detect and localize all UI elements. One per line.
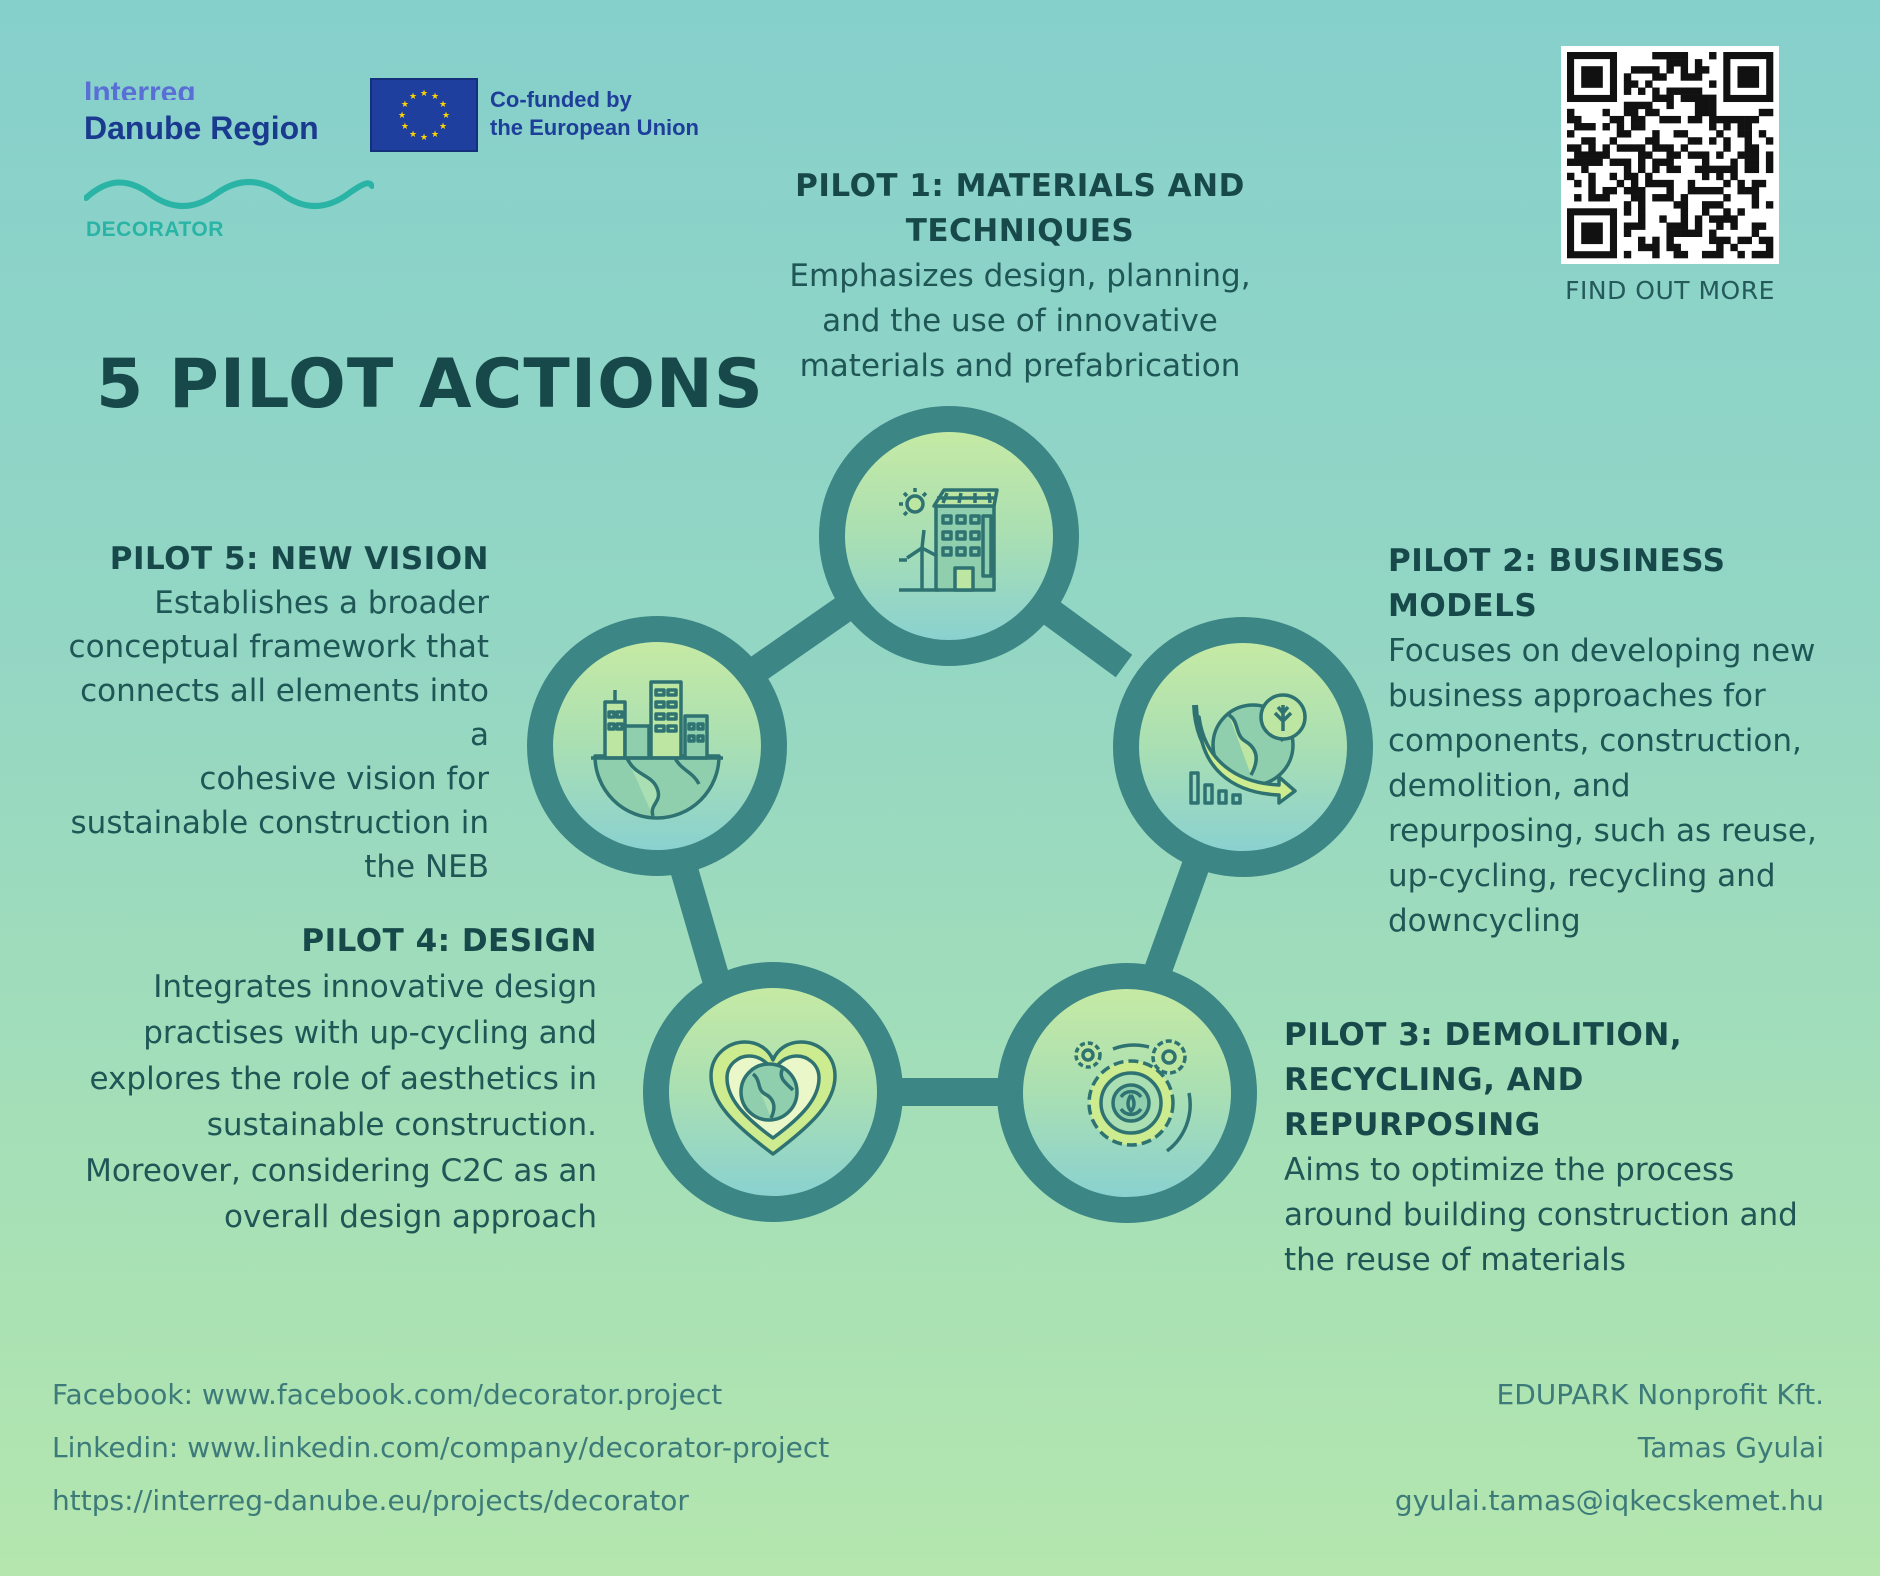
- eu-star-icon: ★: [442, 111, 450, 121]
- pilot-5-desc-line: conceptual framework that: [68, 629, 489, 665]
- pilot-2-desc-line: Focuses on developing new: [1388, 633, 1816, 669]
- pilot-1-text: PILOT 1: MATERIALS AND TECHNIQUES Emphas…: [770, 164, 1270, 389]
- facebook-link[interactable]: Facebook: www.facebook.com/decorator.pro…: [52, 1378, 723, 1411]
- pilot-5-desc-line: sustainable construction in: [70, 805, 489, 841]
- pilot-5-node: [527, 616, 787, 876]
- pilot-4-title: PILOT 4: DESIGN: [301, 923, 597, 959]
- pilot-1-node: [819, 406, 1079, 666]
- eu-flag-icon: ★★★★★★★★★★★★: [370, 78, 478, 152]
- pilot-2-desc-line: components, construction,: [1388, 723, 1802, 759]
- pilot-3-desc-line: the reuse of materials: [1284, 1242, 1626, 1278]
- pilot-4-desc-line: practises with up-cycling and: [143, 1015, 597, 1051]
- eu-star-icon: ★: [401, 100, 409, 110]
- pilot-5-description: Establishes a broader conceptual framewo…: [60, 581, 489, 889]
- pilot-2-node: [1113, 617, 1373, 877]
- pilot-3-node: [997, 963, 1257, 1223]
- pilot-1-description: Emphasizes design, planning, and the use…: [770, 254, 1270, 389]
- city-globe-icon: [591, 680, 723, 820]
- eu-star-icon: ★: [420, 89, 428, 99]
- pilot-5-desc-line: cohesive vision for: [199, 761, 489, 797]
- pilot-4-desc-line: explores the role of aesthetics in: [89, 1061, 597, 1097]
- eu-star-icon: ★: [431, 130, 439, 140]
- recycle-gears-icon: [1074, 1039, 1192, 1153]
- eu-line-2: the European Union: [490, 115, 699, 140]
- eu-star-icon: ★: [439, 122, 447, 132]
- pilot-2-desc-line: up-cycling, recycling and: [1388, 858, 1776, 894]
- pilot-4-node: [643, 962, 903, 1222]
- pilot-2-desc-line: business approaches for: [1388, 678, 1766, 714]
- pilot-2-title: PILOT 2: BUSINESS MODELS: [1388, 539, 1833, 629]
- pilot-4-description: Integrates innovative design practises w…: [80, 964, 597, 1240]
- pilot-1-title: PILOT 1: MATERIALS AND TECHNIQUES: [770, 164, 1270, 254]
- footer-links: Facebook: www.facebook.com/decorator.pro…: [52, 1368, 829, 1527]
- pilot-5-desc-line: the NEB: [364, 849, 489, 885]
- pilot-2-desc-line: repurposing, such as reuse,: [1388, 813, 1817, 849]
- qr-code[interactable]: [1561, 46, 1779, 264]
- pilot-4-desc-line: Moreover, considering C2C as an: [85, 1153, 597, 1189]
- eu-cofunded-logo: ★★★★★★★★★★★★ Co-funded by the European U…: [370, 78, 730, 152]
- eu-star-icon: ★: [439, 100, 447, 110]
- interreg-wordmark: Interreg: [84, 78, 196, 100]
- pilot-1-title-line-1: PILOT 1: MATERIALS AND: [795, 168, 1245, 204]
- pilot-3-title-line-2: RECYCLING, AND REPURPOSING: [1284, 1062, 1584, 1143]
- pilot-3-title-line-1: PILOT 3: DEMOLITION,: [1284, 1017, 1683, 1053]
- pilot-2-description: Focuses on developing new business appro…: [1388, 629, 1833, 944]
- eu-star-icon: ★: [409, 92, 417, 102]
- pilot-1-desc-line: Emphasizes design, planning,: [789, 258, 1251, 294]
- decorator-wordmark: DECORATOR: [86, 218, 224, 241]
- solar-building-icon: [899, 488, 999, 592]
- eu-star-icon: ★: [409, 130, 417, 140]
- eu-line-1: Co-funded by: [490, 87, 632, 112]
- pilot-2-text: PILOT 2: BUSINESS MODELS Focuses on deve…: [1388, 539, 1833, 944]
- pilot-5-text: PILOT 5: NEW VISION Establishes a broade…: [60, 537, 489, 889]
- qr-code-icon: [1567, 52, 1774, 259]
- find-out-more-label: FIND OUT MORE: [1565, 276, 1775, 305]
- pilot-5-desc-line: connects all elements into a: [80, 673, 489, 753]
- organization-name: EDUPARK Nonprofit Kft.: [1496, 1378, 1824, 1411]
- danube-region-wordmark: Danube Region: [84, 110, 319, 146]
- wave-icon: [84, 179, 374, 209]
- eu-star-icon: ★: [431, 92, 439, 102]
- eu-star-icon: ★: [420, 133, 428, 143]
- pilot-3-desc-line: Aims to optimize the process: [1284, 1152, 1735, 1188]
- pilot-2-title-line-2: MODELS: [1388, 588, 1538, 624]
- pilot-4-text: PILOT 4: DESIGN Integrates innovative de…: [80, 918, 597, 1240]
- pilot-4-desc-line: overall design approach: [224, 1199, 597, 1235]
- pilot-4-desc-line: Integrates innovative design: [153, 969, 597, 1005]
- pilot-3-title: PILOT 3: DEMOLITION, RECYCLING, AND REPU…: [1284, 1013, 1844, 1148]
- pilot-2-title-line-1: PILOT 2: BUSINESS: [1388, 543, 1726, 579]
- pilot-2-desc-line: demolition, and: [1388, 768, 1631, 804]
- pilot-3-description: Aims to optimize the process around buil…: [1284, 1148, 1844, 1283]
- pilot-1-title-line-2: TECHNIQUES: [905, 213, 1135, 249]
- page-title: 5 PILOT ACTIONS: [96, 345, 764, 424]
- pilot-3-desc-line: around building construction and: [1284, 1197, 1798, 1233]
- eu-cofunded-text: Co-funded by the European Union: [490, 86, 699, 142]
- contact-email[interactable]: gyulai.tamas@iqkecskemet.hu: [1394, 1484, 1824, 1517]
- eu-star-icon: ★: [398, 111, 406, 121]
- pilot-5-title: PILOT 5: NEW VISION: [109, 541, 489, 577]
- pilot-2-desc-line: downcycling: [1388, 903, 1581, 939]
- pilot-1-desc-line: and the use of innovative: [822, 303, 1218, 339]
- contact-person: Tamas Gyulai: [1637, 1431, 1824, 1464]
- pilot-5-desc-line: Establishes a broader: [154, 585, 489, 621]
- pilot-1-desc-line: materials and prefabrication: [799, 348, 1241, 384]
- pilot-4-desc-line: sustainable construction.: [206, 1107, 597, 1143]
- linkedin-link[interactable]: Linkedin: www.linkedin.com/company/decor…: [52, 1431, 830, 1464]
- eu-star-icon: ★: [401, 122, 409, 132]
- heart-globe-icon: [709, 1040, 837, 1156]
- footer-contact: EDUPARK Nonprofit Kft. Tamas Gyulai gyul…: [1395, 1368, 1824, 1527]
- globe-decline-chart-icon: [1189, 693, 1307, 805]
- interreg-logo: Interreg Danube Region DECORATOR: [84, 78, 384, 248]
- pilot-3-text: PILOT 3: DEMOLITION, RECYCLING, AND REPU…: [1284, 1013, 1844, 1283]
- project-website-link[interactable]: https://interreg-danube.eu/projects/deco…: [52, 1484, 689, 1517]
